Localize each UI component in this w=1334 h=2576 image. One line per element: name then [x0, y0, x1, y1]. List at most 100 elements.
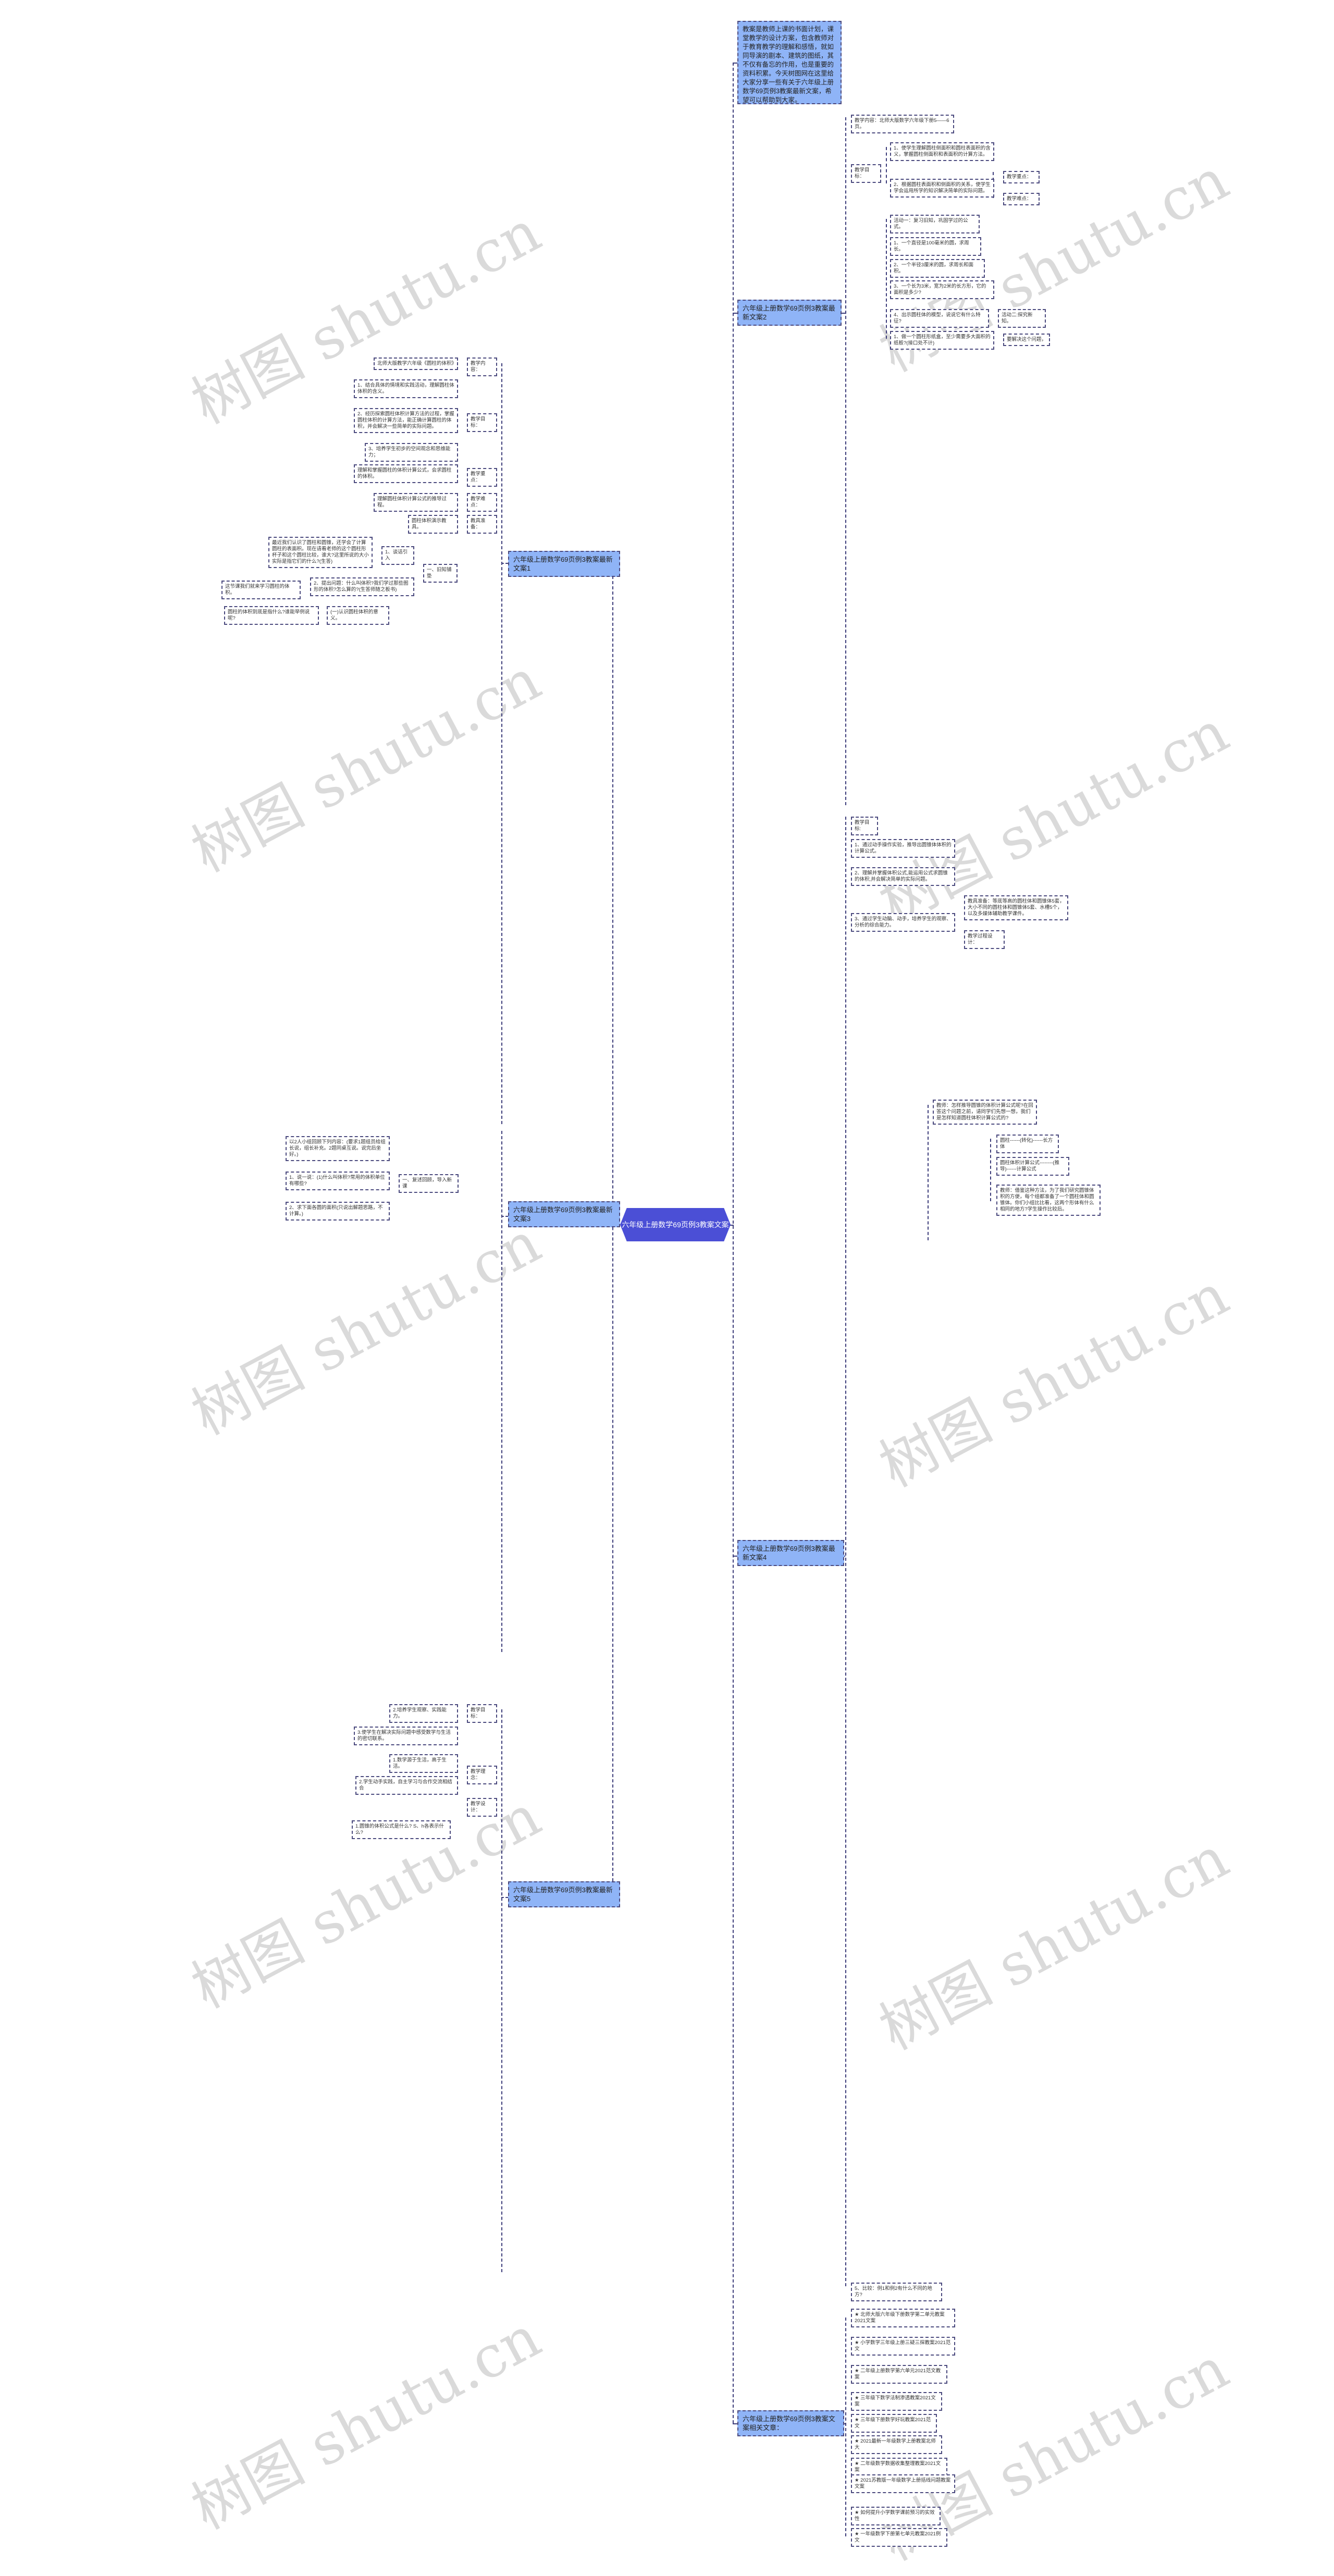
- branch-wenan-3[interactable]: 六年级上册数学69页例3教案最新文案3: [508, 1201, 620, 1227]
- connector-line: [845, 117, 846, 805]
- exercise-note: 要解决这个问题，: [1003, 334, 1050, 346]
- goal-item: 3.使学生在解决实际问题中感受数学与生活的密切联系。: [354, 1727, 458, 1745]
- exercise-item: 1、说一说：(1)什么叫体积?常用的体积单位有哪些?: [286, 1172, 390, 1190]
- goal-item: 1、通过动手操作实验，推导出圆锥体体积的计算公式。: [851, 839, 955, 858]
- branch-wenan-4[interactable]: 六年级上册数学69页例3教案最新文案4: [737, 1540, 844, 1566]
- connector-line: [501, 1897, 508, 1898]
- watermark-text: 树图 shutu.cn: [869, 1261, 1239, 1500]
- connector-line: [501, 1131, 502, 1652]
- teaching-tools: 教具准备：等底等高的圆柱体和圆锥体5套，大小不同的圆柱体和圆锥体5套、水槽5个，…: [964, 895, 1068, 920]
- label-difficulty: 教学难点：: [467, 493, 497, 512]
- watermark-text: 树图 shutu.cn: [181, 2303, 551, 2543]
- idea-item: 2.学生动手实践，自主学习与合作交流相结合: [355, 1776, 458, 1795]
- label-key-point: 教学重点：: [467, 468, 497, 487]
- goal-item: 1、结合具体的情境和实践活动，理解圆柱体体积的含义。: [354, 379, 458, 398]
- related-article-link[interactable]: ★ 如何提升小学数学课前预习的实效性: [851, 2507, 941, 2525]
- branch-wenan-5[interactable]: 六年级上册数学69页例3教案最新文案5: [508, 1881, 620, 1907]
- goal-item: 2、理解并掌握体积公式,能运用公式求圆锥的体积,并会解决简单的实际问题。: [851, 867, 955, 886]
- exercise-item: 2、一个半径3厘米的圆，求周长和面积。: [890, 259, 985, 278]
- exercise-item: 2、求下面各圆的面积(只说出解题思路，不计算。): [286, 1202, 390, 1221]
- branch-wenan-2[interactable]: 六年级上册数学69页例3教案最新文案2: [737, 300, 842, 326]
- branch-wenan-1[interactable]: 六年级上册数学69页例3教案最新文案1: [508, 551, 620, 577]
- goal-item: 3、培养学生初步的空间观念和思维能力；: [365, 443, 458, 462]
- teacher-prompt: 教师：怎样推导圆锥的体积计算公式呢?在回答这个问题之前，请同学们先想一想，我们是…: [933, 1100, 1037, 1125]
- teacher-prompt: 教师：借鉴这种方法，为了我们研究圆锥体积的方便，每个组都准备了一个圆柱体和圆锥体…: [996, 1185, 1101, 1216]
- group-task: 以2人小组回顾下列内容：(要求1题组员给组长说，组长补充。2题同桌互说。说完后坐…: [286, 1136, 390, 1161]
- key-point: 理解和掌握圆柱的体积计算公式，会求圆柱的体积。: [354, 464, 458, 483]
- step-meaning: (一)认识圆柱体积的意义。: [327, 606, 389, 625]
- talk-text: 最近我们认识了圆柱和圆锥，还学会了计算圆柱的表面积。现在请看老师的这个圆柱形杯子…: [268, 537, 373, 568]
- related-article-link[interactable]: ★ 三年级下册数学好玩教案2021范文: [851, 2414, 937, 2433]
- step-talk: 1、谈话引入: [381, 546, 414, 565]
- activity-2: 活动二:探究新知。: [998, 309, 1046, 328]
- connector-line: [886, 219, 887, 339]
- connector-line: [928, 1105, 929, 1240]
- goal-item: 3、通过学生动脑、动手，培养学生的观察、分析的综合能力。: [851, 913, 955, 932]
- label-teaching-tools: 教具准备：: [467, 515, 497, 534]
- design-question: 1.圆锥的体积公式是什么? S、h各表示什么?: [352, 1820, 451, 1839]
- watermark-text: 树图 shutu.cn: [181, 1209, 551, 1448]
- label-teaching-goals: 教学目标:: [851, 817, 878, 835]
- connector-line: [730, 1225, 734, 1226]
- connector-line: [501, 1216, 508, 1217]
- related-article-link[interactable]: ★ 三年级下数学法制渗透教案2021文案: [851, 2392, 942, 2411]
- goal-item: 2.培养学生观察、实践能力。: [389, 1704, 458, 1723]
- watermark-text: 树图 shutu.cn: [181, 646, 551, 885]
- teaching-content: 北师大版教学六年级《圆柱的体积》: [374, 358, 458, 370]
- goal-item: 2、经历探索圆柱体积计算方法的过程，掌握圆柱体积的计算方法，能正确计算圆柱的体积…: [354, 408, 458, 433]
- intro-node[interactable]: 教案是教师上课的书面计划，课堂教学的设计方案，包含教师对于教育教学的理解和感悟，…: [737, 21, 842, 104]
- label-key-point: 教学重点：: [1003, 171, 1040, 183]
- related-article-link[interactable]: ★ 二年级数学数据收集整理教案2021文案: [851, 2458, 947, 2476]
- difficulty: 理解圆柱体积计算公式的推导过程。: [374, 493, 458, 512]
- teaching-content: 教学内容：北师大版数学六年级下册5——6页。: [851, 115, 954, 133]
- connector-line: [845, 2318, 846, 2536]
- connector-line: [733, 63, 737, 64]
- related-article-link[interactable]: ★ 一年级数学下册第七单元教案2021例文: [851, 2528, 947, 2547]
- step-question: 2、提出问题：什么叫体积?我们学过那些图形的体积?怎么算的?(生答师随之板书): [310, 577, 414, 596]
- step-review: 一、复述回顾，导入新课: [399, 1174, 459, 1193]
- branch-related-articles[interactable]: 六年级上册数学69页例3教案文案相关文章：: [737, 2410, 844, 2436]
- connector-line: [842, 313, 845, 314]
- watermark-text: 树图 shutu.cn: [869, 1823, 1239, 2063]
- related-article-link[interactable]: ★ 二年级上册数学第六单元2021范文教案: [851, 2365, 947, 2384]
- teaching-tools: 圆柱体积演示教具。: [408, 515, 458, 534]
- exercise-item: 3、一个长为3米，宽为2米的长方形，它的面积是多少?: [890, 280, 994, 299]
- compare-question: 5、比较：例1和例2有什么不同的地方?: [851, 2283, 942, 2301]
- watermark-text: 树图 shutu.cn: [181, 198, 551, 437]
- connector-line: [612, 565, 613, 1892]
- exercise-item: 1、做一个圆柱形纸盒，至少需要多大面积的纸板?(接口处不计): [890, 331, 994, 350]
- meaning-text: 圆柱的体积到底是指什么?谁能举例说呢?: [224, 606, 319, 625]
- formula-note: 圆柱体积计算公式--------(推导)------计算公式: [996, 1157, 1069, 1176]
- goal-item: 1、使学生理解圆柱侧面积和圆柱表面积的含义，掌握圆柱侧面积和表面积的计算方法。: [890, 142, 994, 161]
- connector-line: [733, 63, 734, 2423]
- central-topic[interactable]: 六年级上册数学69页例3教案文案: [620, 1208, 731, 1241]
- label-teaching-content: 教学内容：: [467, 358, 497, 376]
- label-teaching-design: 教学设计：: [467, 1798, 497, 1817]
- connector-line: [990, 1139, 991, 1201]
- connector-line: [733, 1556, 737, 1557]
- connector-line: [733, 313, 737, 314]
- label-teaching-goals: 教学目标：: [467, 413, 497, 432]
- connector-line: [845, 817, 846, 2286]
- question-text: 这节课我们就来学习圆柱的体积。: [221, 581, 301, 599]
- label-difficulty: 教学难点：: [1003, 193, 1040, 205]
- connector-line: [501, 1709, 502, 2272]
- connector-line: [501, 563, 508, 564]
- idea-item: 1.数学源于生活，高于生活。: [389, 1754, 458, 1773]
- label-teaching-goals: 教学目标：: [467, 1704, 497, 1723]
- label-teaching-goals: 教学目标：: [851, 164, 881, 183]
- related-article-link[interactable]: ★ 小学数学三年级上册三疑三探教案2021范文: [851, 2337, 955, 2356]
- exercise-item: 4、出示圆柱体的模型，说说它有什么特征?: [890, 309, 989, 328]
- label-teaching-idea: 教学理念：: [467, 1766, 497, 1784]
- related-article-link[interactable]: ★ 北师大版六年级下册数学第二单元教案2021文案: [851, 2309, 955, 2327]
- connector-line: [733, 2423, 737, 2424]
- related-article-link[interactable]: ★ 2021最新一年级数学上册教案北师大: [851, 2435, 942, 2454]
- step-review: 一、旧知铺垫: [423, 564, 458, 583]
- connector-line: [886, 147, 887, 183]
- connector-line: [501, 363, 502, 1124]
- goal-item: 2、根据圆柱表面积和侧面积的关系，使学生学会运用所学的知识解决简单的实际问题。: [890, 179, 994, 198]
- label-process: 教学过程设计：: [964, 930, 1005, 949]
- conversion-note: 圆柱------(转化)------长方体: [996, 1135, 1059, 1153]
- related-article-link[interactable]: ★ 2021苏教版一年级数学上册括线问题教案文案: [851, 2474, 955, 2493]
- activity-1: 活动一：复习旧知，巩固学过的公式。: [890, 215, 980, 233]
